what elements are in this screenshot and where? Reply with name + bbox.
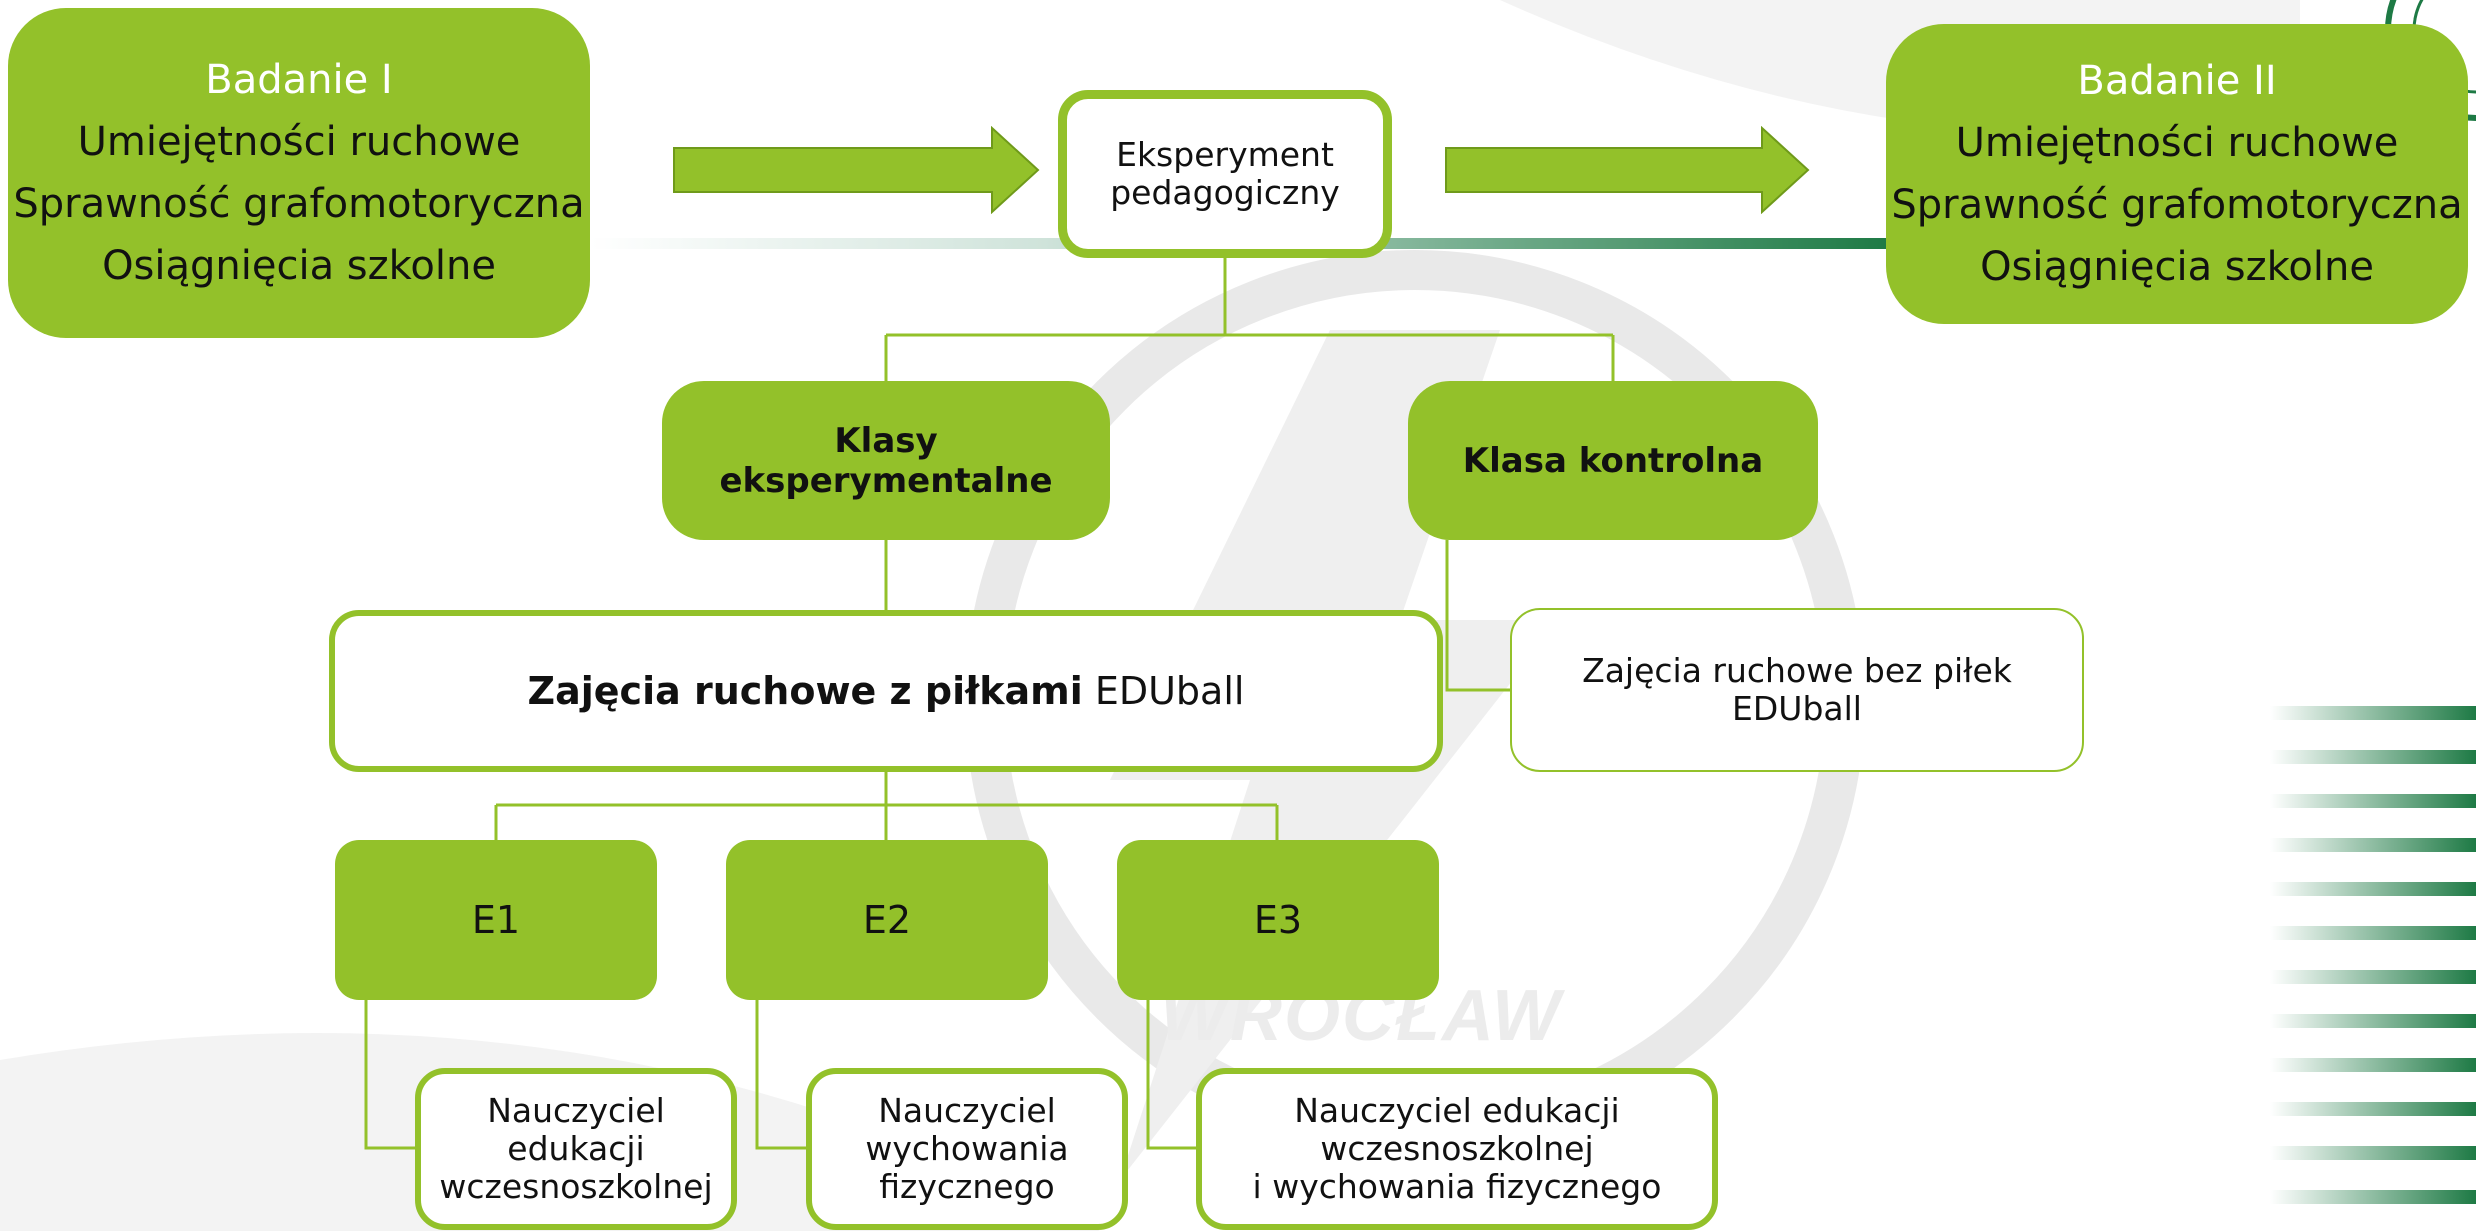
study-1-line-3: Osiągnięcia szkolne <box>102 243 496 289</box>
teacher-e1-box: Nauczyciel edukacji wczesnoszkolnej <box>415 1068 737 1230</box>
activity-with-balls-bold: Zajęcia ruchowe z piłkami <box>527 669 1083 713</box>
study-1-line-2: Sprawność grafomotoryczna <box>13 181 585 227</box>
control-class-box: Klasa kontrolna <box>1408 381 1818 540</box>
activity-with-balls-text: Zajęcia ruchowe z piłkami EDUball <box>528 669 1245 713</box>
subgroup-e1-label: E1 <box>471 898 521 942</box>
right-stripes <box>2270 706 2476 1204</box>
teacher-e3-label: Nauczyciel edukacji wczesnoszkolnej i wy… <box>1252 1091 1662 1206</box>
subgroup-e2-box: E2 <box>726 840 1048 1000</box>
study-2-line-2: Sprawność grafomotoryczna <box>1891 182 2463 228</box>
study-1-box: Badanie I Umiejętności ruchowe Sprawność… <box>8 8 590 338</box>
arrow-right-1 <box>673 126 1040 214</box>
experimental-classes-box: Klasy eksperymentalne <box>662 381 1110 540</box>
subgroup-e2-label: E2 <box>862 898 912 942</box>
activity-without-balls-label: Zajęcia ruchowe bez piłek EDUball <box>1582 651 2012 728</box>
activity-with-balls-box: Zajęcia ruchowe z piłkami EDUball <box>329 610 1443 772</box>
activity-with-balls-brand: EDUball <box>1082 669 1245 713</box>
subgroup-e3-box: E3 <box>1117 840 1439 1000</box>
study-1-line-1: Umiejętności ruchowe <box>77 119 521 165</box>
study-1-title: Badanie I <box>205 57 393 103</box>
teacher-e2-box: Nauczyciel wychowania fizycznego <box>806 1068 1128 1230</box>
study-2-title: Badanie II <box>2077 58 2277 104</box>
subgroup-e3-label: E3 <box>1253 898 1303 942</box>
teacher-e2-label: Nauczyciel wychowania fizycznego <box>865 1091 1069 1206</box>
experiment-label: Eksperyment pedagogiczny <box>1110 135 1340 212</box>
arrow-right-2 <box>1445 126 1810 214</box>
teacher-e3-box: Nauczyciel edukacji wczesnoszkolnej i wy… <box>1196 1068 1718 1230</box>
control-class-label: Klasa kontrolna <box>1462 440 1764 481</box>
study-2-line-3: Osiągnięcia szkolne <box>1980 244 2374 290</box>
study-2-box: Badanie II Umiejętności ruchowe Sprawnoś… <box>1886 24 2468 324</box>
experiment-box: Eksperyment pedagogiczny <box>1058 90 1392 258</box>
teacher-e1-label: Nauczyciel edukacji wczesnoszkolnej <box>439 1091 713 1206</box>
activity-without-balls-box: Zajęcia ruchowe bez piłek EDUball <box>1510 608 2084 772</box>
subgroup-e1-box: E1 <box>335 840 657 1000</box>
study-2-line-1: Umiejętności ruchowe <box>1955 120 2399 166</box>
experimental-classes-label: Klasy eksperymentalne <box>719 420 1053 501</box>
